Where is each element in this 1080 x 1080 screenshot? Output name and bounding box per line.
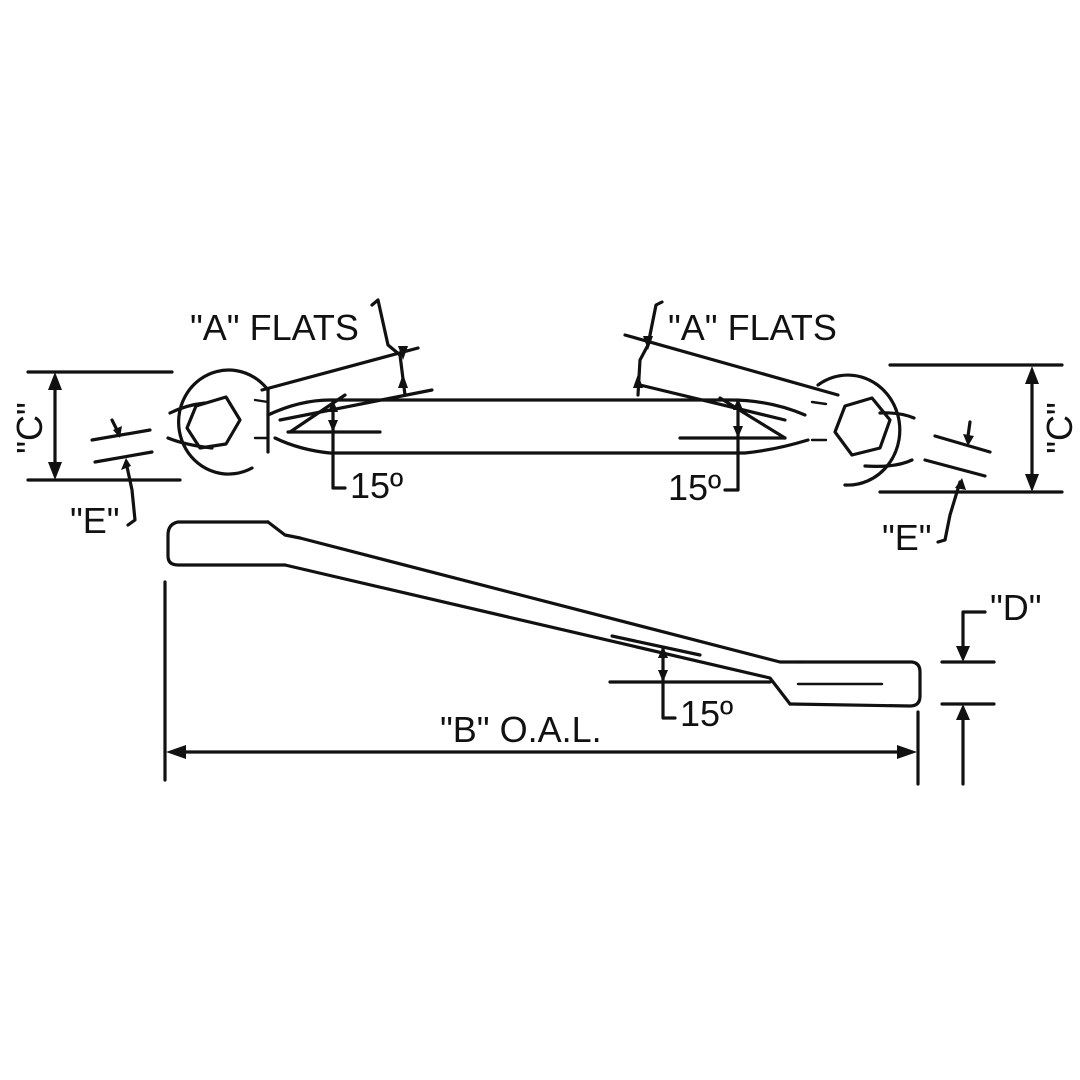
a-flats-right-dimension bbox=[623, 300, 840, 422]
label-c-right: "C" bbox=[1039, 402, 1080, 454]
label-angle-side: 15º bbox=[680, 693, 733, 734]
angle-right-top bbox=[678, 396, 787, 492]
label-a-flats-right: "A" FLATS bbox=[668, 307, 837, 348]
label-b-oal: "B" O.A.L. bbox=[440, 709, 602, 750]
label-angle-right: 15º bbox=[668, 467, 721, 508]
e-left-dimension bbox=[90, 418, 154, 527]
a-flats-left-dimension bbox=[260, 298, 434, 422]
label-e-left: "E" bbox=[70, 500, 120, 541]
b-oal-dimension bbox=[163, 580, 920, 786]
angle-side bbox=[608, 634, 772, 720]
label-c-left: "C" bbox=[9, 402, 50, 454]
angle-left-top bbox=[286, 393, 382, 490]
wrench-top-view bbox=[166, 368, 916, 487]
wrench-side-view bbox=[166, 520, 922, 708]
e-right-dimension bbox=[923, 420, 992, 544]
label-e-right: "E" bbox=[882, 517, 932, 558]
c-left-dimension bbox=[26, 370, 182, 482]
label-d: "D" bbox=[990, 587, 1042, 628]
side-left-head bbox=[166, 520, 287, 567]
side-shank-bottom bbox=[283, 563, 792, 706]
wrench-handle-top-edge bbox=[266, 398, 807, 417]
side-shank-top bbox=[298, 536, 802, 664]
d-dimension bbox=[940, 610, 996, 786]
label-angle-left: 15º bbox=[350, 465, 403, 506]
wrench-handle-bottom-edge bbox=[273, 436, 810, 455]
c-right-dimension bbox=[878, 363, 1064, 494]
left-flare-head bbox=[177, 368, 270, 476]
side-right-head bbox=[788, 660, 922, 708]
left-hex-opening bbox=[185, 395, 242, 450]
right-hex-opening bbox=[833, 396, 892, 457]
label-a-flats-left: "A" FLATS bbox=[190, 307, 359, 348]
